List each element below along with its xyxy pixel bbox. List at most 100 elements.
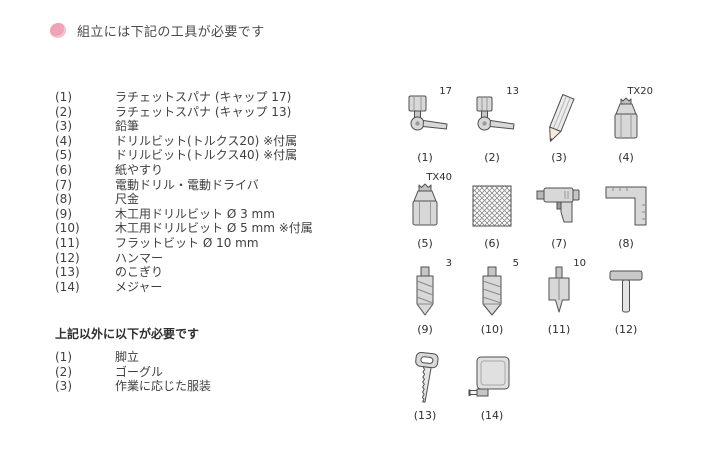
item-label: 紙やすり [115,162,164,177]
item-number: (1) [55,90,72,104]
tool-number: (14) [480,409,504,422]
pencil-icon [549,93,575,142]
tools-list: (1) ラチェットスパナ (キャップ 17) (2) ラチェットスパナ (キャップ … [55,90,313,294]
item-label: のこぎり [115,265,164,280]
tool-number: (11) [547,323,571,336]
item-number: (7) [55,177,72,192]
list-item: (3) 鉛筆 [55,119,313,134]
size-badge: TX20 [627,86,653,97]
wood-drill-bit-icon [482,266,502,316]
list-item: (14) メジャー [55,280,313,295]
item-number: (1) [55,350,72,364]
tool-number: (3) [551,151,567,164]
tool-cell: 13 (2) [463,86,521,164]
item-label: 木工用ドリルビット Ø 3 mm [115,206,275,221]
wood-drill-bit-icon [416,266,434,316]
tool-illustration-grid: 17 (1) 13 [396,86,655,422]
item-number: (2) [55,104,72,119]
item-number: (10) [55,221,80,236]
item-number: (9) [55,206,72,221]
item-number: (3) [55,379,72,394]
tool-number: (12) [614,323,638,336]
list-item: (6) 紙やすり [55,163,313,178]
item-number: (4) [55,133,72,148]
item-label: ラチェットスパナ (キャップ 17) [115,90,292,104]
item-number: (6) [55,162,72,177]
item-label: メジャー [115,279,163,294]
tool-cell: (3) [530,86,588,164]
flower-bullet-icon [50,23,66,38]
size-badge: 5 [512,258,519,269]
size-badge: 3 [445,258,452,269]
item-number: (14) [55,279,80,294]
item-label: ゴーグル [115,364,164,379]
tool-cell: 3 (9) [396,258,454,336]
tool-cell: (12) [597,258,655,336]
list-item: (2) ラチェットスパナ (キャップ 13) [55,105,313,120]
tool-cell: 5 (10) [463,258,521,336]
size-badge: 17 [439,86,452,97]
list-item: (4) ドリルビット(トルクス20) ※付属 [55,134,313,149]
tool-number: (9) [417,323,433,336]
item-label: ドリルビット(トルクス40) ※付属 [115,148,298,163]
ratchet-spanner-icon [408,95,448,131]
tool-number: (10) [480,323,504,336]
tool-cell: 17 (1) [396,86,454,164]
size-badge: 13 [506,86,519,97]
list-item: (2) ゴーグル [55,365,211,380]
item-label: 脚立 [115,350,140,364]
item-label: ドリルビット(トルクス20) ※付属 [115,133,298,148]
hammer-icon [609,270,643,313]
tool-number: (6) [484,237,500,250]
tool-cell: (7) [530,172,588,250]
item-number: (3) [55,119,72,134]
list-item: (5) ドリルビット(トルクス40) ※付属 [55,148,313,163]
size-badge: 10 [573,258,586,269]
tool-cell: (6) [463,172,521,250]
tool-cell: TX40 (5) [396,172,454,250]
list-item: (7) 電動ドリル・電動ドライバ [55,178,313,193]
item-number: (11) [55,235,80,250]
tape-measure-icon [468,356,510,397]
list-item: (8)尺金 [55,192,313,207]
sandpaper-icon [472,185,512,227]
ratchet-spanner-icon [476,96,515,131]
item-label: 鉛筆 [115,119,140,134]
item-label: フラットビット Ø 10 mm [115,235,259,250]
saw-icon [415,351,439,403]
extra-requirements-heading: 上記以外に以下が必要です [55,327,200,341]
item-number: (2) [55,364,72,379]
torx-bit-icon [614,97,638,139]
item-number: (5) [55,148,72,163]
size-badge: TX40 [426,172,452,183]
tool-number: (13) [413,409,437,422]
item-number: (12) [55,250,80,265]
list-item: (3)作業に応じた服装 [55,379,211,394]
tool-number: (4) [618,151,634,164]
tool-cell: 10 (11) [530,258,588,336]
item-label: 電動ドリル・電動ドライバ [115,177,259,192]
tool-number: (1) [417,151,433,164]
electric-drill-icon [536,187,580,223]
tool-cell: (13) [396,344,454,422]
tool-cell: (8) [597,172,655,250]
list-item: (13) のこぎり [55,265,313,280]
item-label: 木工用ドリルビット Ø 5 mm ※付属 [115,221,313,236]
item-label: ハンマー [115,250,164,265]
item-label: 尺金 [115,192,140,207]
item-label: ラチェットスパナ (キャップ 13) [115,104,292,119]
page-header: 組立には下記の工具が必要です [50,21,265,40]
extra-requirements-list: (1) 脚立 (2) ゴーグル (3)作業に応じた服装 [55,350,211,394]
list-item: (1) ラチェットスパナ (キャップ 17) [55,90,313,105]
list-item: (9) 木工用ドリルビット Ø 3 mm [55,207,313,222]
tool-cell: TX20 (4) [597,86,655,164]
list-item: (12) ハンマー [55,251,313,266]
tool-number: (5) [417,237,433,250]
item-number: (13) [55,265,80,280]
tool-number: (2) [484,151,500,164]
list-item: (10) 木工用ドリルビット Ø 5 mm ※付属 [55,221,313,236]
tool-number: (7) [551,237,567,250]
list-item: (11) フラットビット Ø 10 mm [55,236,313,251]
page-title: 組立には下記の工具が必要です [77,25,265,40]
flat-bit-icon [548,266,570,313]
